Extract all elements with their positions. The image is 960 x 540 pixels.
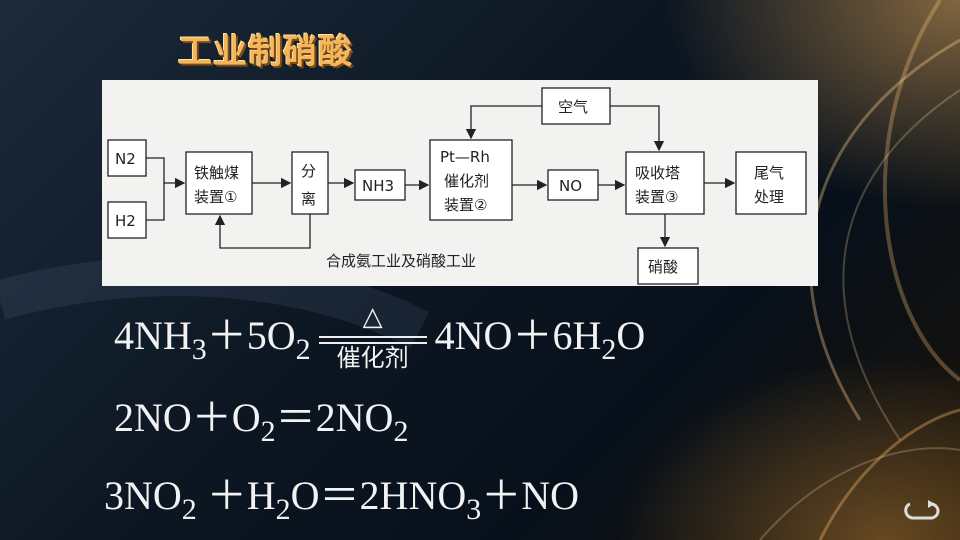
flow-chart-svg: N2 H2 铁触煤 装置① 分 离 NH3 Pt—Rh 催化剂 装置② NO 空…	[107, 87, 807, 285]
equation-ammonia-oxidation: 4NH3＋5O2 △ 催化剂 4NO＋6H2O	[114, 304, 646, 370]
heat-symbol: △	[362, 301, 383, 332]
absorber-label-1: 吸收塔	[635, 164, 680, 182]
iron-catalyst-label-1: 铁触煤	[194, 164, 239, 182]
n2-box	[107, 139, 147, 177]
no-box	[547, 169, 599, 201]
pt-rh-label-2: 催化剂	[444, 172, 489, 190]
absorber-label-2: 装置③	[635, 188, 678, 206]
tail-gas-label-1: 尾气	[754, 164, 784, 182]
air-label: 空气	[558, 98, 588, 116]
iron-catalyst-label-2: 装置①	[194, 188, 237, 206]
equation-no2-absorption: 3NO2 ＋H2O＝2HNO3＋NO	[104, 473, 579, 526]
separator-label-1: 分	[301, 162, 316, 180]
nitric-acid-label: 硝酸	[648, 258, 678, 276]
pt-rh-label-3: 装置②	[444, 196, 487, 214]
slide-title: 工业制硝酸	[178, 32, 353, 72]
no-label: NO	[559, 177, 582, 195]
equation-1-left: 4NH3＋5O2	[114, 313, 311, 366]
air-box	[541, 87, 611, 125]
equation-1-right: 4NO＋6H2O	[434, 313, 646, 366]
equation-no-oxidation: 2NO＋O2＝2NO2	[114, 395, 409, 448]
tail-gas-box	[735, 151, 807, 215]
diagram-caption: 合成氨工业及硝酸工业	[326, 252, 476, 270]
pt-rh-label-1: Pt—Rh	[440, 148, 490, 166]
catalyst-label: 催化剂	[336, 343, 409, 372]
n2-label: N2	[115, 150, 136, 168]
nitric-acid-box	[637, 247, 699, 285]
process-flow-diagram: N2 H2 铁触煤 装置① 分 离 NH3 Pt—Rh 催化剂 装置② NO 空…	[102, 80, 818, 286]
reaction-condition: △ 催化剂	[315, 304, 431, 370]
nh3-label: NH3	[362, 177, 394, 195]
return-arrow-icon[interactable]	[902, 496, 942, 526]
h2-label: H2	[115, 212, 136, 230]
tail-gas-label-2: 处理	[754, 188, 784, 206]
nh3-box	[354, 169, 406, 201]
separator-label-2: 离	[301, 190, 316, 208]
pt-rh-box	[429, 139, 513, 221]
